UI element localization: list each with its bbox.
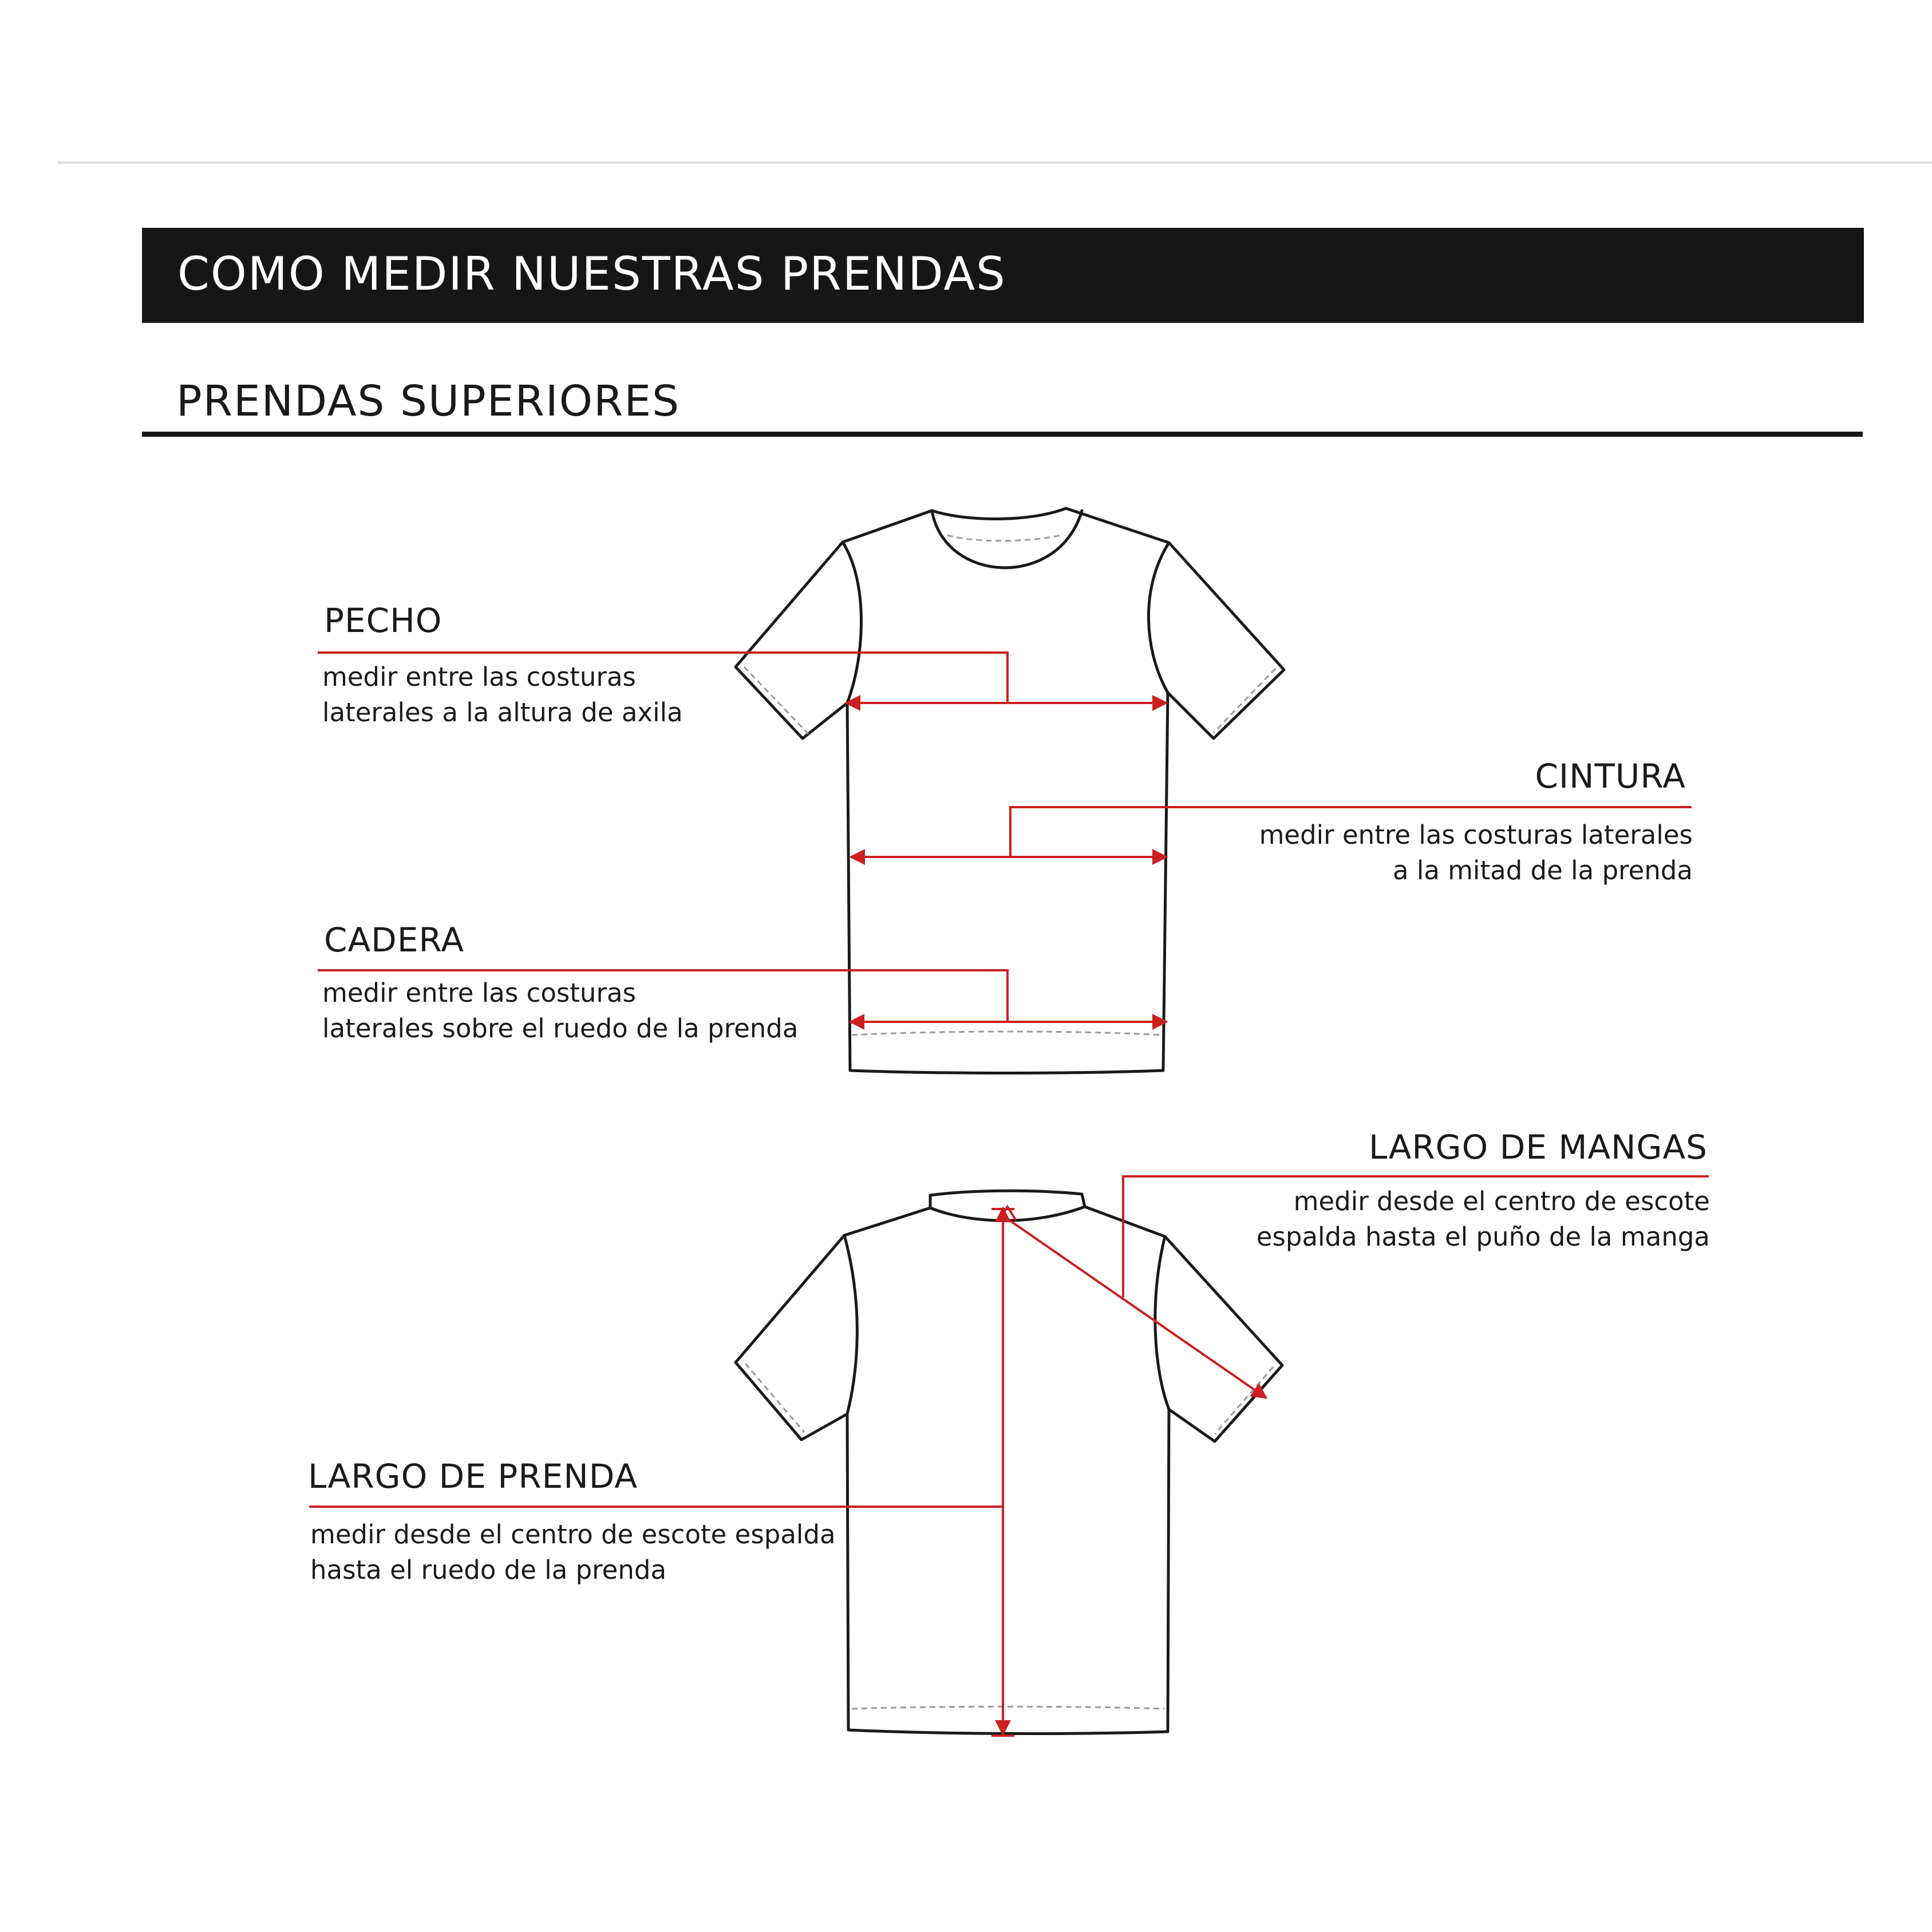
tshirt-front-stitching <box>743 534 1277 1036</box>
largo-mangas-arrow <box>1005 1217 1268 1399</box>
top-divider <box>57 161 1932 164</box>
tshirt-front-outline <box>734 507 1286 1074</box>
largo-prenda-description-line: hasta el ruedo de la prenda <box>310 1555 667 1585</box>
tshirt-front <box>734 507 1286 1074</box>
tshirt-front-armhole-right <box>1147 541 1171 694</box>
largo-mangas-description: medir desde el centro de escote espalda … <box>1257 1184 1710 1255</box>
largo-prenda-description: medir desde el centro de escote espalda … <box>310 1517 836 1588</box>
largo-prenda-measure <box>309 1206 1014 1737</box>
section-divider <box>142 432 1863 437</box>
largo-mangas-label: LARGO DE MANGAS <box>1369 1128 1708 1167</box>
pecho-description-line: laterales a la altura de axila <box>322 697 683 728</box>
cadera-leader-line <box>318 969 1009 1022</box>
cintura-label: CINTURA <box>1535 757 1686 796</box>
cintura-description-line: a la mitad de la prenda <box>1392 855 1693 886</box>
tshirt-back <box>734 1189 1284 1735</box>
cadera-description-line: laterales sobre el ruedo de la prenda <box>322 1013 799 1044</box>
cadera-description-line: medir entre las costuras <box>322 978 636 1008</box>
cadera-description: medir entre las costuras laterales sobre… <box>322 975 798 1046</box>
pecho-leader-line <box>318 651 1009 703</box>
pecho-measure <box>318 651 1168 711</box>
tshirt-back-collar <box>929 1189 1086 1210</box>
pecho-description-line: medir entre las costuras <box>322 662 636 692</box>
tshirt-front-collar <box>930 509 1084 570</box>
tshirt-back-outline <box>734 1205 1284 1735</box>
largo-mangas-leader-line <box>1122 1175 1709 1297</box>
largo-mangas-description-line: espalda hasta el puño de la manga <box>1256 1222 1710 1252</box>
section-title: PRENDAS SUPERIORES <box>176 377 681 426</box>
largo-prenda-label: LARGO DE PRENDA <box>308 1457 638 1496</box>
header-banner: COMO MEDIR NUESTRAS PRENDAS <box>142 228 1864 323</box>
largo-mangas-description-line: medir desde el centro de escote <box>1293 1186 1710 1216</box>
pecho-label: PECHO <box>324 601 442 640</box>
cintura-measure <box>849 806 1692 865</box>
largo-prenda-description-line: medir desde el centro de escote espalda <box>310 1519 836 1550</box>
tshirt-back-armhole-right <box>1153 1235 1171 1411</box>
cadera-label: CADERA <box>324 920 465 959</box>
cintura-description: medir entre las costuras laterales a la … <box>1259 817 1693 888</box>
tshirt-back-armhole-left <box>843 1234 859 1416</box>
tshirt-front-armhole-left <box>841 540 863 705</box>
page-title: COMO MEDIR NUESTRAS PRENDAS <box>177 247 1006 301</box>
cintura-description-line: medir entre las costuras laterales <box>1259 820 1693 850</box>
cadera-measure <box>318 969 1168 1030</box>
cintura-leader-line <box>1009 806 1692 857</box>
pecho-description: medir entre las costuras laterales a la … <box>322 659 683 730</box>
